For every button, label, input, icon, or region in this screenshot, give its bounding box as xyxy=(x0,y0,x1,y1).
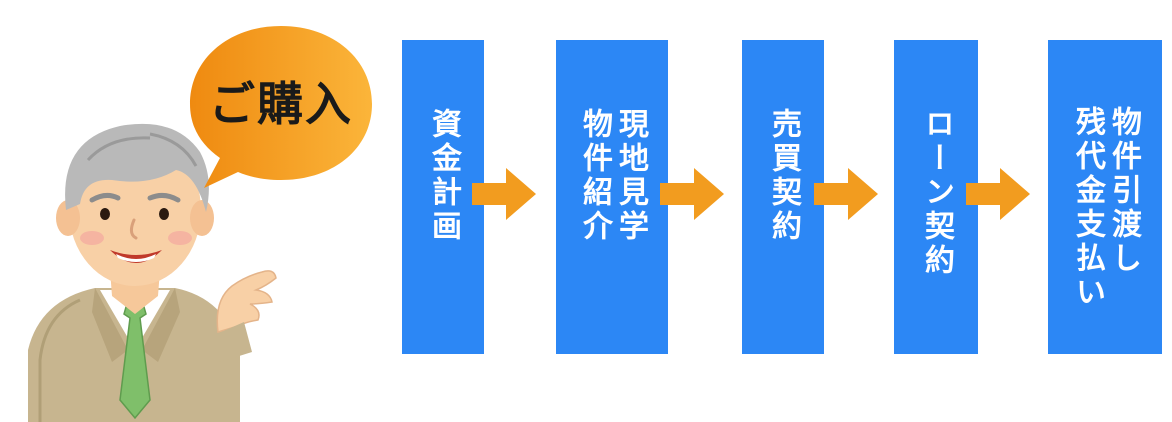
step-box-5: 物件引渡し 残代金支払い xyxy=(1048,40,1162,354)
right-arrow-icon xyxy=(472,168,536,220)
bubble-label: ご購入 xyxy=(209,77,353,131)
step-label-3: 売買契約 xyxy=(766,108,801,244)
right-arrow-icon xyxy=(966,168,1030,220)
elderly-businessman-icon xyxy=(28,123,277,422)
step-box-3: 売買契約 xyxy=(742,40,824,354)
step-box-4: ローン契約 xyxy=(894,40,978,354)
right-arrow-icon xyxy=(814,168,878,220)
step-box-2: 現地見学 物件紹介 xyxy=(556,40,668,354)
right-arrow-icon xyxy=(660,168,724,220)
step-label-5: 物件引渡し 残代金支払い xyxy=(1070,106,1141,310)
step-label-1: 資金計画 xyxy=(426,108,461,244)
step-label-2: 現地見学 物件紹介 xyxy=(577,108,648,244)
speech-bubble xyxy=(190,26,372,188)
step-box-1: 資金計画 xyxy=(402,40,484,354)
step-label-4: ローン契約 xyxy=(919,108,954,278)
